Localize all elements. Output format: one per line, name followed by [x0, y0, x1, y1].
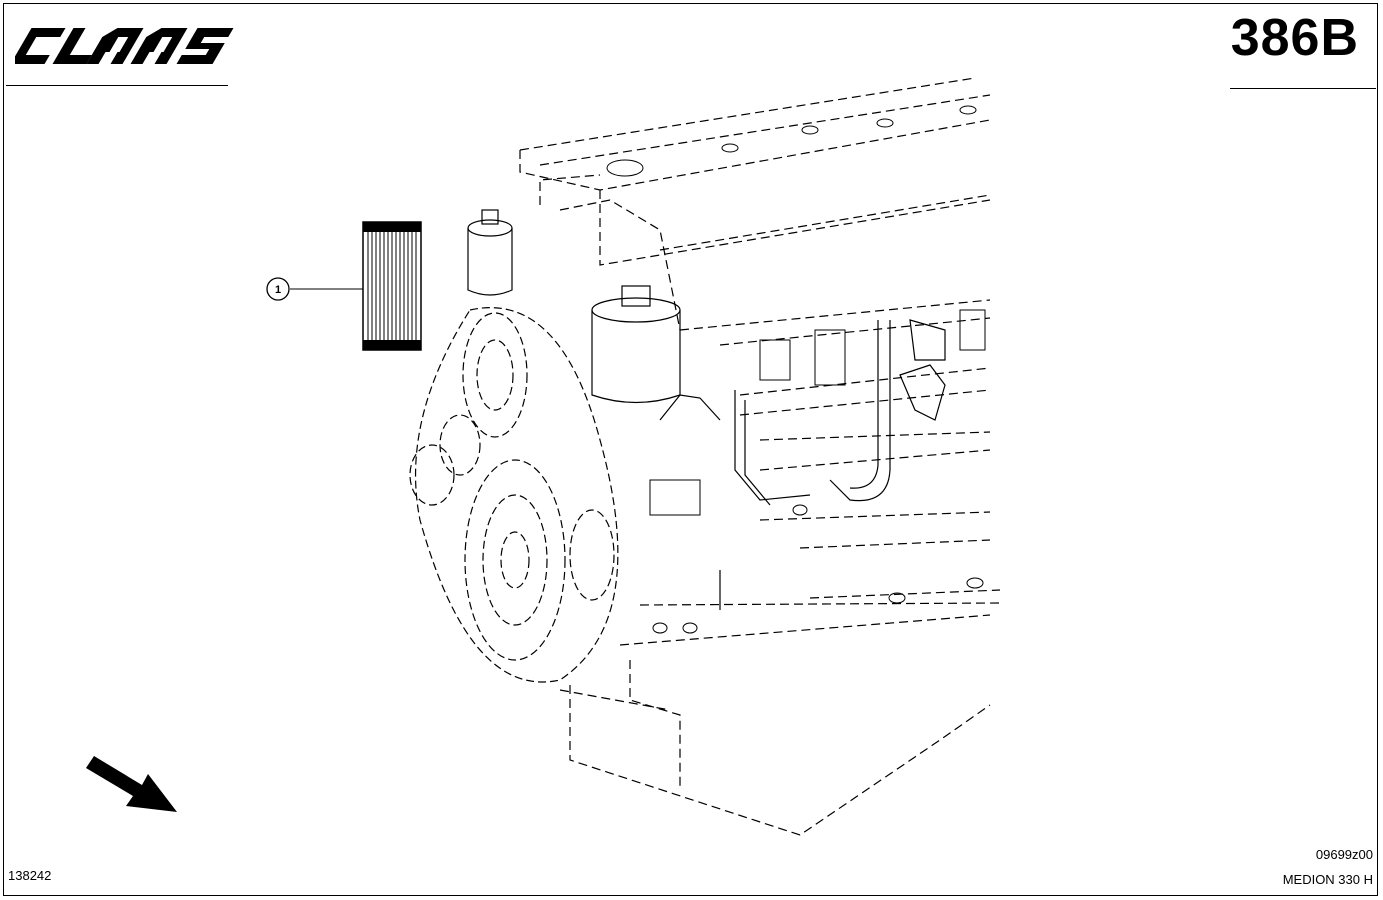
filter-housing	[467, 209, 681, 404]
page-code-underline	[1230, 88, 1376, 89]
callout-1: 1	[266, 277, 363, 301]
callout-1-label: 1	[275, 284, 281, 296]
block-details	[606, 105, 986, 634]
page-code: 386B	[1230, 9, 1359, 67]
image-code: 09699z00	[1315, 847, 1373, 862]
claas-logo	[15, 28, 234, 64]
pulleys-and-belt	[409, 307, 619, 683]
pipes	[659, 319, 946, 610]
page-frame	[3, 3, 1378, 896]
oil-filter-element	[362, 221, 422, 351]
engine-block	[519, 77, 1001, 836]
machine-model: MEDION 330 H	[1282, 872, 1373, 887]
logo-underline	[6, 85, 228, 86]
direction-arrow	[86, 756, 177, 812]
document-number: 138242	[8, 868, 52, 883]
